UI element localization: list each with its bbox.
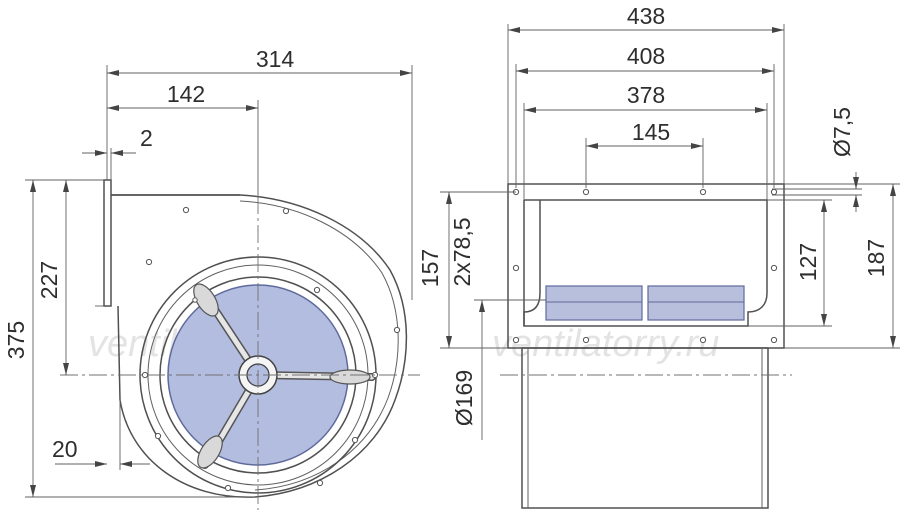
dim-127: 127: [795, 243, 821, 281]
dim-20: 20: [52, 436, 78, 462]
watermark-right: ventilatorry.ru: [492, 323, 719, 365]
dim-408: 408: [627, 43, 665, 69]
bolt-holes-side: [141, 206, 401, 492]
front-view: 438 408 378 145 Ø7,5 187 127 157 2x78,5 …: [417, 3, 900, 509]
dim-2x78-5: 2x78,5: [449, 217, 475, 286]
dim-375: 375: [3, 321, 29, 359]
dim-142: 142: [167, 81, 205, 107]
dim-diameter-7-5: Ø7,5: [829, 107, 855, 157]
scroll-housing-outer: [111, 194, 408, 498]
outlet-flange: [103, 179, 112, 307]
dim-378: 378: [627, 82, 665, 108]
dim-438: 438: [627, 3, 665, 29]
dim-157: 157: [417, 249, 443, 287]
dim-187: 187: [863, 239, 889, 277]
front-housing: [521, 347, 769, 509]
dim-diameter-169: Ø169: [451, 370, 477, 426]
dim-314: 314: [256, 46, 295, 72]
dim-145: 145: [632, 119, 670, 145]
motor-plates: [545, 285, 745, 321]
bolt-holes-front: [512, 188, 778, 344]
side-view: 314 142 2 375 227 20: [3, 46, 420, 510]
dim-2: 2: [140, 125, 153, 151]
dim-227: 227: [36, 261, 62, 299]
